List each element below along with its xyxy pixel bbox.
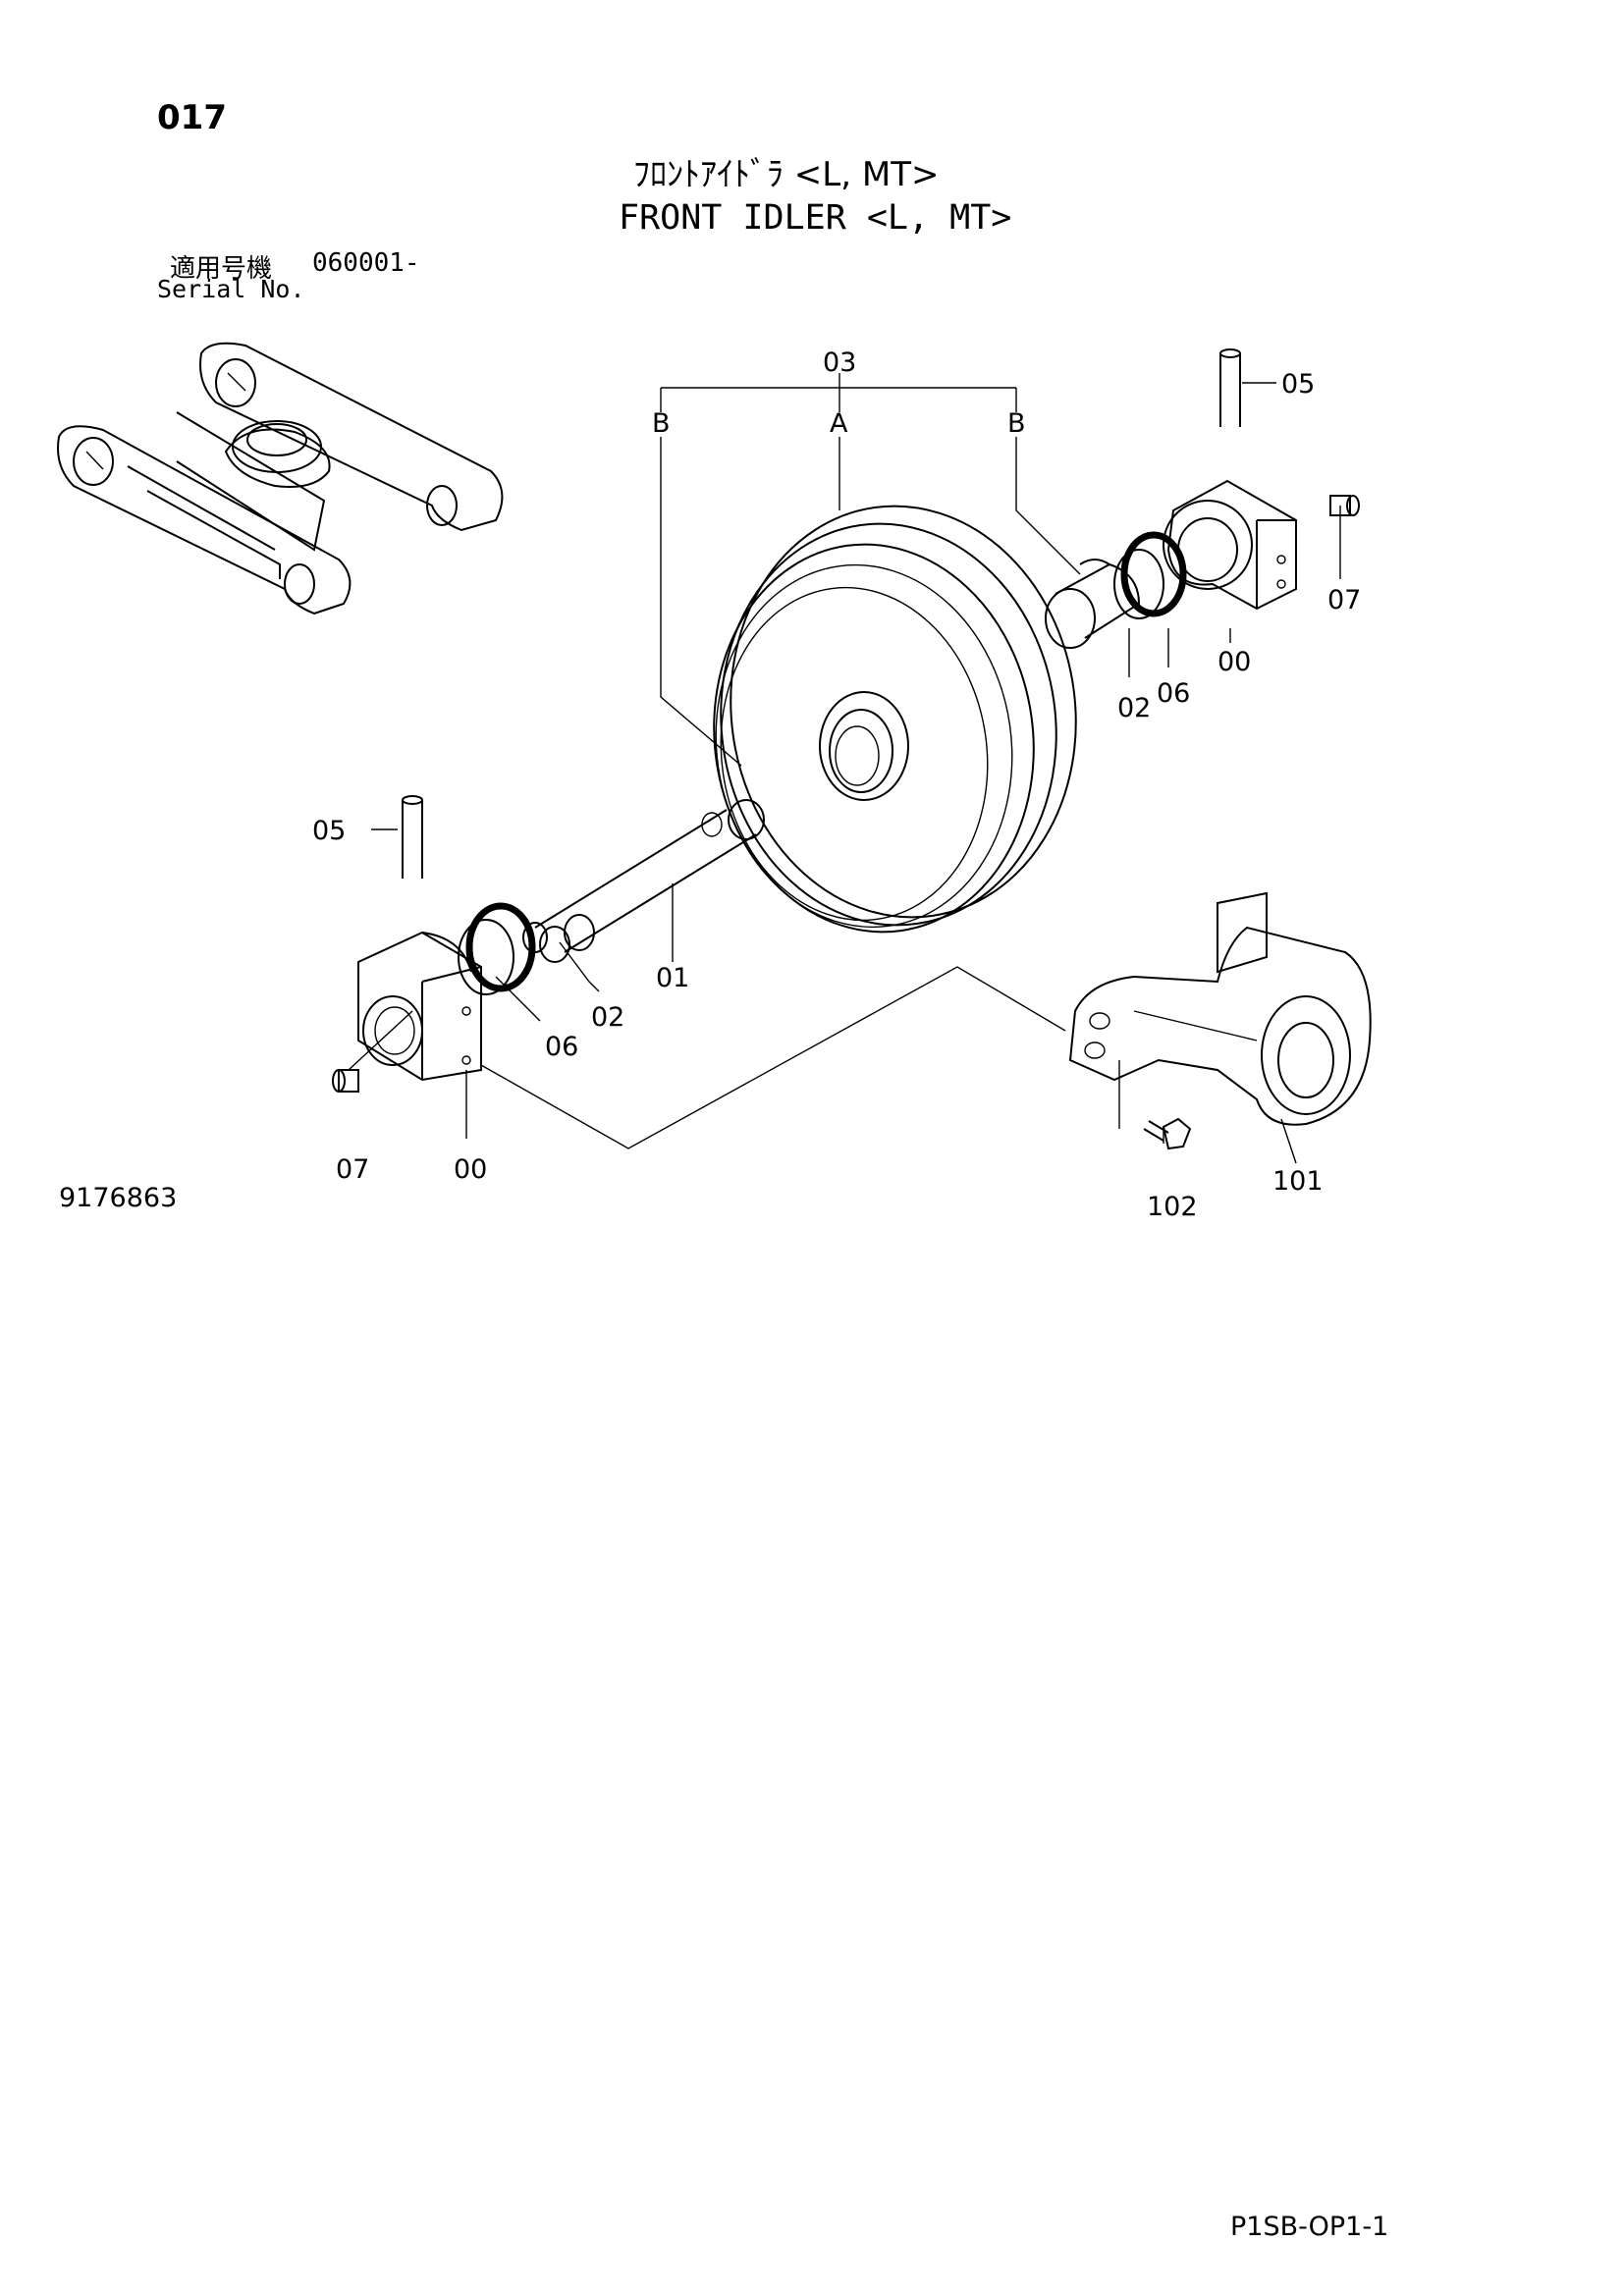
callout-101: 101	[1272, 1166, 1324, 1197]
callout-b-left: B	[652, 408, 671, 439]
bolt	[1143, 1117, 1192, 1150]
leader-lines	[348, 373, 1341, 1164]
serial-label-english: Serial No.	[157, 275, 305, 303]
callout-05-right: 05	[1281, 369, 1315, 400]
callout-a: A	[830, 408, 848, 439]
pin-left	[402, 795, 423, 879]
callout-07-left: 07	[336, 1154, 369, 1185]
drawing-number: 9176863	[59, 1183, 178, 1213]
undercarriage-frame-inset	[57, 342, 504, 615]
page-number: 017	[157, 98, 227, 137]
callout-03: 03	[823, 347, 856, 378]
callout-07-right: 07	[1327, 585, 1361, 615]
plug-left	[332, 1069, 359, 1093]
serial-number-value: 060001-	[312, 248, 420, 278]
idler-wheel	[713, 505, 1077, 934]
idler-shaft	[522, 799, 765, 963]
serial-label-japanese: 適用号機	[170, 254, 273, 284]
callout-00-right: 00	[1217, 647, 1251, 677]
callout-102: 102	[1147, 1192, 1198, 1222]
callout-b-right: B	[1007, 408, 1026, 439]
seal-right	[1113, 531, 1187, 619]
bracket-right	[1163, 479, 1297, 611]
seal-left	[458, 902, 536, 995]
collar-right	[1045, 559, 1141, 649]
callout-02-left: 02	[591, 1002, 624, 1033]
callout-05-left: 05	[312, 816, 346, 846]
callout-06-left: 06	[545, 1032, 578, 1062]
plug-right	[1329, 495, 1360, 516]
idler-support	[1068, 891, 1372, 1126]
document-code: P1SB-OP1-1	[1230, 2212, 1389, 2242]
pin-right	[1219, 348, 1241, 427]
bracket-left	[357, 931, 482, 1082]
title-japanese: ﾌﾛﾝﾄｱｲﾄﾞﾗ <L, MT>	[633, 155, 940, 194]
callout-01: 01	[656, 963, 689, 993]
callout-06-right: 06	[1157, 678, 1190, 709]
callout-02-right: 02	[1117, 693, 1151, 723]
title-english: FRONT IDLER <L, MT>	[619, 198, 1012, 238]
callout-00-left: 00	[454, 1154, 487, 1185]
